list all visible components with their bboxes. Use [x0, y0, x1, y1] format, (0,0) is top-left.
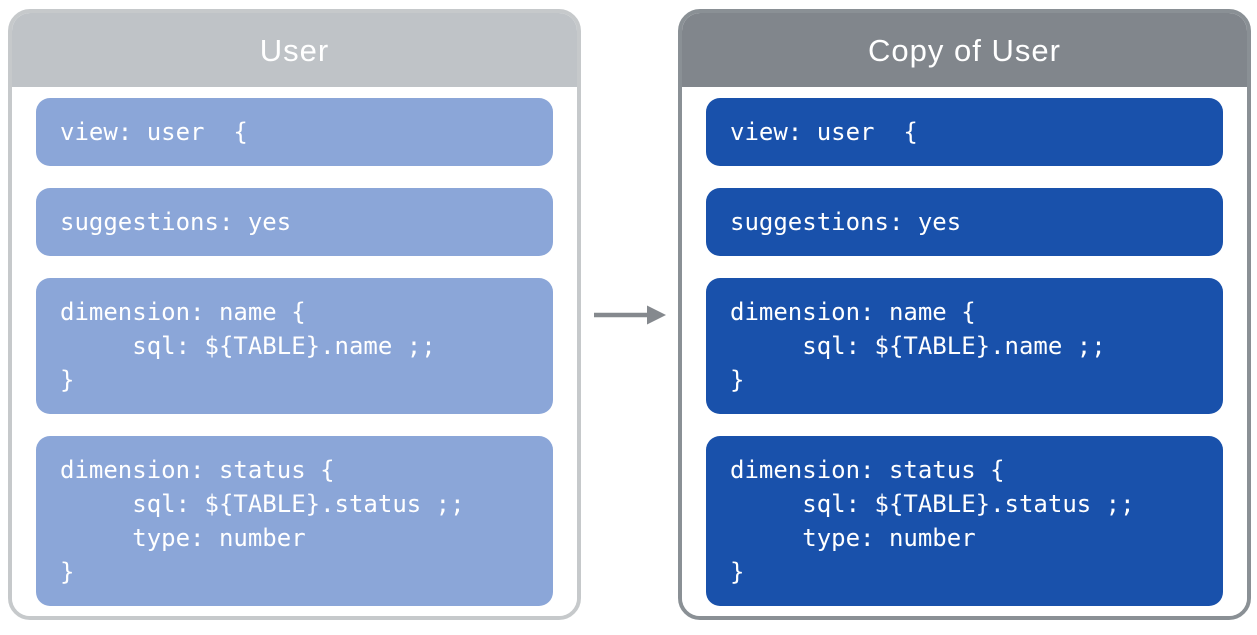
- panel-user-title: User: [259, 32, 330, 68]
- code-block: suggestions: yes: [36, 188, 553, 256]
- code-block: dimension: name { sql: ${TABLE}.name ;; …: [36, 278, 553, 414]
- panel-user-header: User: [12, 13, 577, 87]
- panel-user: User view: user { suggestions: yes dimensi…: [8, 9, 581, 620]
- panel-copy-of-user-body: view: user { suggestions: yes dimension: n…: [682, 87, 1247, 616]
- right-arrow-icon: [592, 301, 668, 329]
- code-block: view: user {: [36, 98, 553, 166]
- code-block: view: user {: [706, 98, 1223, 166]
- code-blocks: view: user { suggestions: yes dimension: n…: [36, 98, 553, 616]
- code-block: suggestions: yes: [706, 188, 1223, 256]
- code-block: dimension: status { sql: ${TABLE}.status…: [706, 436, 1223, 606]
- right-arrow-svg: [594, 305, 666, 325]
- code-blocks: view: user { suggestions: yes dimension: n…: [706, 98, 1223, 616]
- panel-user-body: view: user { suggestions: yes dimension: n…: [12, 87, 577, 616]
- panel-copy-of-user: Copy of User view: user { suggestions: ye…: [678, 9, 1251, 620]
- panel-copy-of-user-header: Copy of User: [682, 13, 1247, 87]
- code-block: dimension: status { sql: ${TABLE}.status…: [36, 436, 553, 606]
- panel-copy-of-user-title: Copy of User: [868, 32, 1061, 68]
- code-block: dimension: name { sql: ${TABLE}.name ;; …: [706, 278, 1223, 414]
